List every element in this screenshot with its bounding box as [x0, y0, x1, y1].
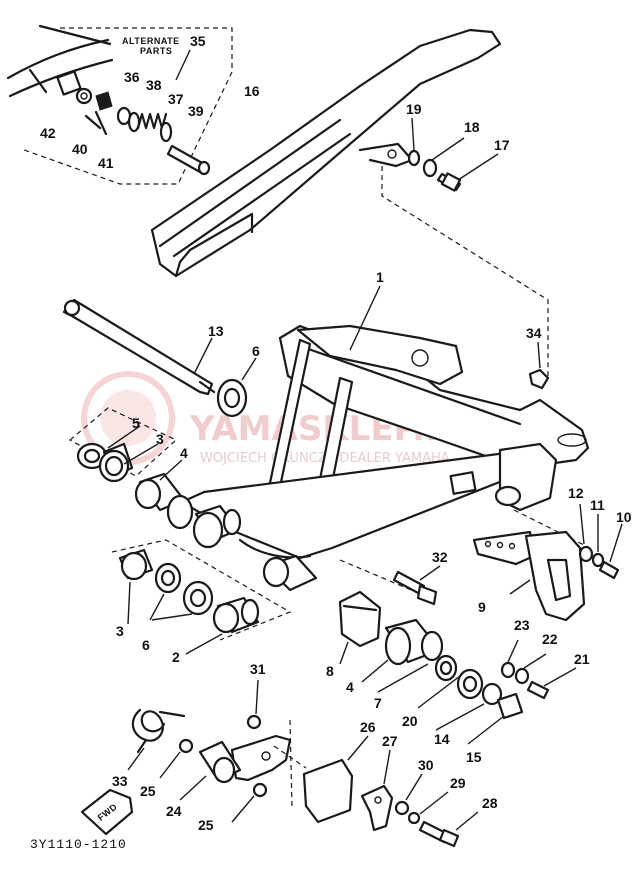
label-part-12: 12	[568, 485, 584, 501]
label-part-38: 38	[146, 77, 162, 93]
label-part-3-upper: 3	[156, 431, 164, 447]
alternate-subtitle: PARTS	[140, 46, 172, 56]
alternate-title: ALTERNATE	[122, 36, 180, 46]
label-part-40: 40	[72, 141, 88, 157]
label-part-31: 31	[250, 661, 266, 677]
label-part-13: 13	[208, 323, 224, 339]
label-part-7: 7	[374, 695, 382, 711]
label-part-5: 5	[132, 415, 140, 431]
label-part-6-lower: 6	[142, 637, 150, 653]
label-part-30: 30	[418, 757, 434, 773]
label-part-29: 29	[450, 775, 466, 791]
label-part-15: 15	[466, 749, 482, 765]
label-part-36: 36	[124, 69, 140, 85]
oil-seal-upper	[216, 357, 257, 418]
label-part-1: 1	[376, 269, 384, 285]
label-part-25-left: 25	[140, 783, 156, 799]
label-part-22: 22	[542, 631, 558, 647]
label-part-18: 18	[464, 119, 480, 135]
bolt-32	[392, 565, 441, 606]
label-part-28: 28	[482, 795, 498, 811]
label-part-32: 32	[432, 549, 448, 565]
label-part-4-upper: 4	[180, 445, 188, 461]
label-part-26: 26	[360, 719, 376, 735]
cap-34	[528, 341, 550, 390]
label-part-4-lower: 4	[346, 679, 354, 695]
label-part-23: 23	[514, 617, 530, 633]
label-part-41: 41	[98, 155, 114, 171]
diagram-code: 3Y1110-1210	[30, 837, 127, 852]
chain-guard	[150, 28, 549, 380]
bracket-9	[472, 503, 623, 622]
label-part-14: 14	[434, 731, 450, 747]
label-part-16: 16	[244, 83, 260, 99]
label-part-27: 27	[382, 733, 398, 749]
label-part-19: 19	[406, 101, 422, 117]
label-part-35: 35	[190, 33, 206, 49]
label-part-37: 37	[168, 91, 184, 107]
label-part-2: 2	[172, 649, 180, 665]
label-part-42: 42	[40, 125, 56, 141]
pivot-shaft	[62, 298, 216, 396]
label-part-17: 17	[494, 137, 510, 153]
brake-pedal-assembly	[127, 679, 479, 848]
part-number-labels: 1 2 3 3 4 4 5 6 6 7 8 9 10 11 12 13 14 1…	[40, 33, 632, 833]
label-part-39: 39	[188, 103, 204, 119]
alternate-parts-inset: ALTERNATE PARTS	[6, 24, 233, 185]
label-part-33: 33	[112, 773, 128, 789]
label-part-8: 8	[326, 663, 334, 679]
left-bushing-set	[68, 407, 242, 549]
label-part-6-upper: 6	[252, 343, 260, 359]
label-part-3-lower: 3	[116, 623, 124, 639]
label-part-11: 11	[590, 497, 605, 513]
chain-guard-bolt-set	[407, 117, 499, 192]
label-part-20: 20	[402, 713, 418, 729]
label-part-10: 10	[616, 509, 632, 525]
label-part-9: 9	[478, 599, 486, 615]
label-part-34: 34	[526, 325, 542, 341]
label-part-24: 24	[166, 803, 182, 819]
right-pivot-hardware	[338, 590, 577, 745]
label-part-25-right: 25	[198, 817, 214, 833]
swing-arm	[180, 285, 591, 593]
label-part-21: 21	[574, 651, 590, 667]
fwd-arrow-icon: FWD	[80, 788, 134, 836]
lower-bushing-set	[111, 539, 318, 655]
